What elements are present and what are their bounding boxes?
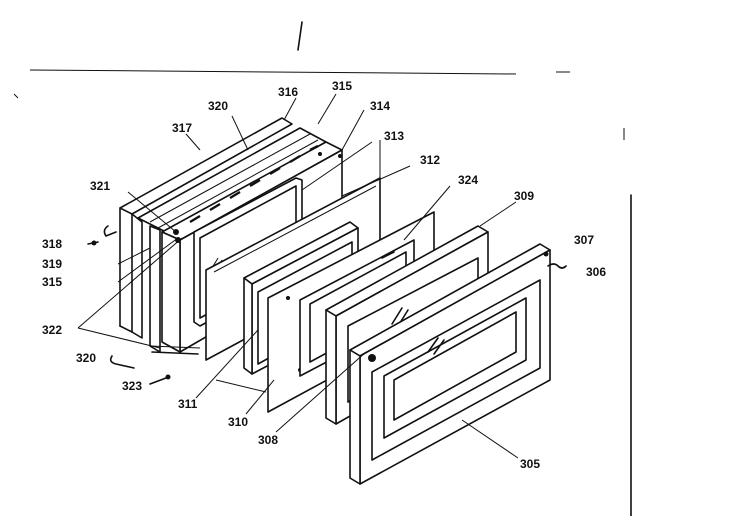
label-321: 321 <box>90 179 110 193</box>
label-305: 305 <box>520 457 540 471</box>
label-314: 314 <box>370 99 390 113</box>
fasteners <box>87 240 567 385</box>
top-channel-320 <box>137 127 327 353</box>
vent-slots <box>189 144 319 224</box>
label-315-top: 315 <box>332 79 352 93</box>
part-labels: 316 315 320 314 317 313 312 321 324 309 … <box>42 79 606 471</box>
label-307: 307 <box>574 233 594 247</box>
label-315-left: 315 <box>42 275 62 289</box>
leader-lines <box>77 93 519 459</box>
label-318: 318 <box>42 237 62 251</box>
label-319: 319 <box>42 257 62 271</box>
label-308: 308 <box>258 433 278 447</box>
label-310: 310 <box>228 415 248 429</box>
label-323: 323 <box>122 379 142 393</box>
label-309: 309 <box>514 189 534 203</box>
label-312: 312 <box>420 153 440 167</box>
label-320-top: 320 <box>208 99 228 113</box>
label-324: 324 <box>458 173 478 187</box>
outer-door-305 <box>349 243 551 485</box>
page-marks <box>13 21 632 516</box>
label-322: 322 <box>42 323 62 337</box>
label-313: 313 <box>384 129 404 143</box>
label-316: 316 <box>278 85 298 99</box>
label-317: 317 <box>172 121 192 135</box>
door-liner-317 <box>103 117 293 339</box>
label-306: 306 <box>586 265 606 279</box>
label-311: 311 <box>178 397 198 411</box>
label-320-left: 320 <box>76 351 96 365</box>
